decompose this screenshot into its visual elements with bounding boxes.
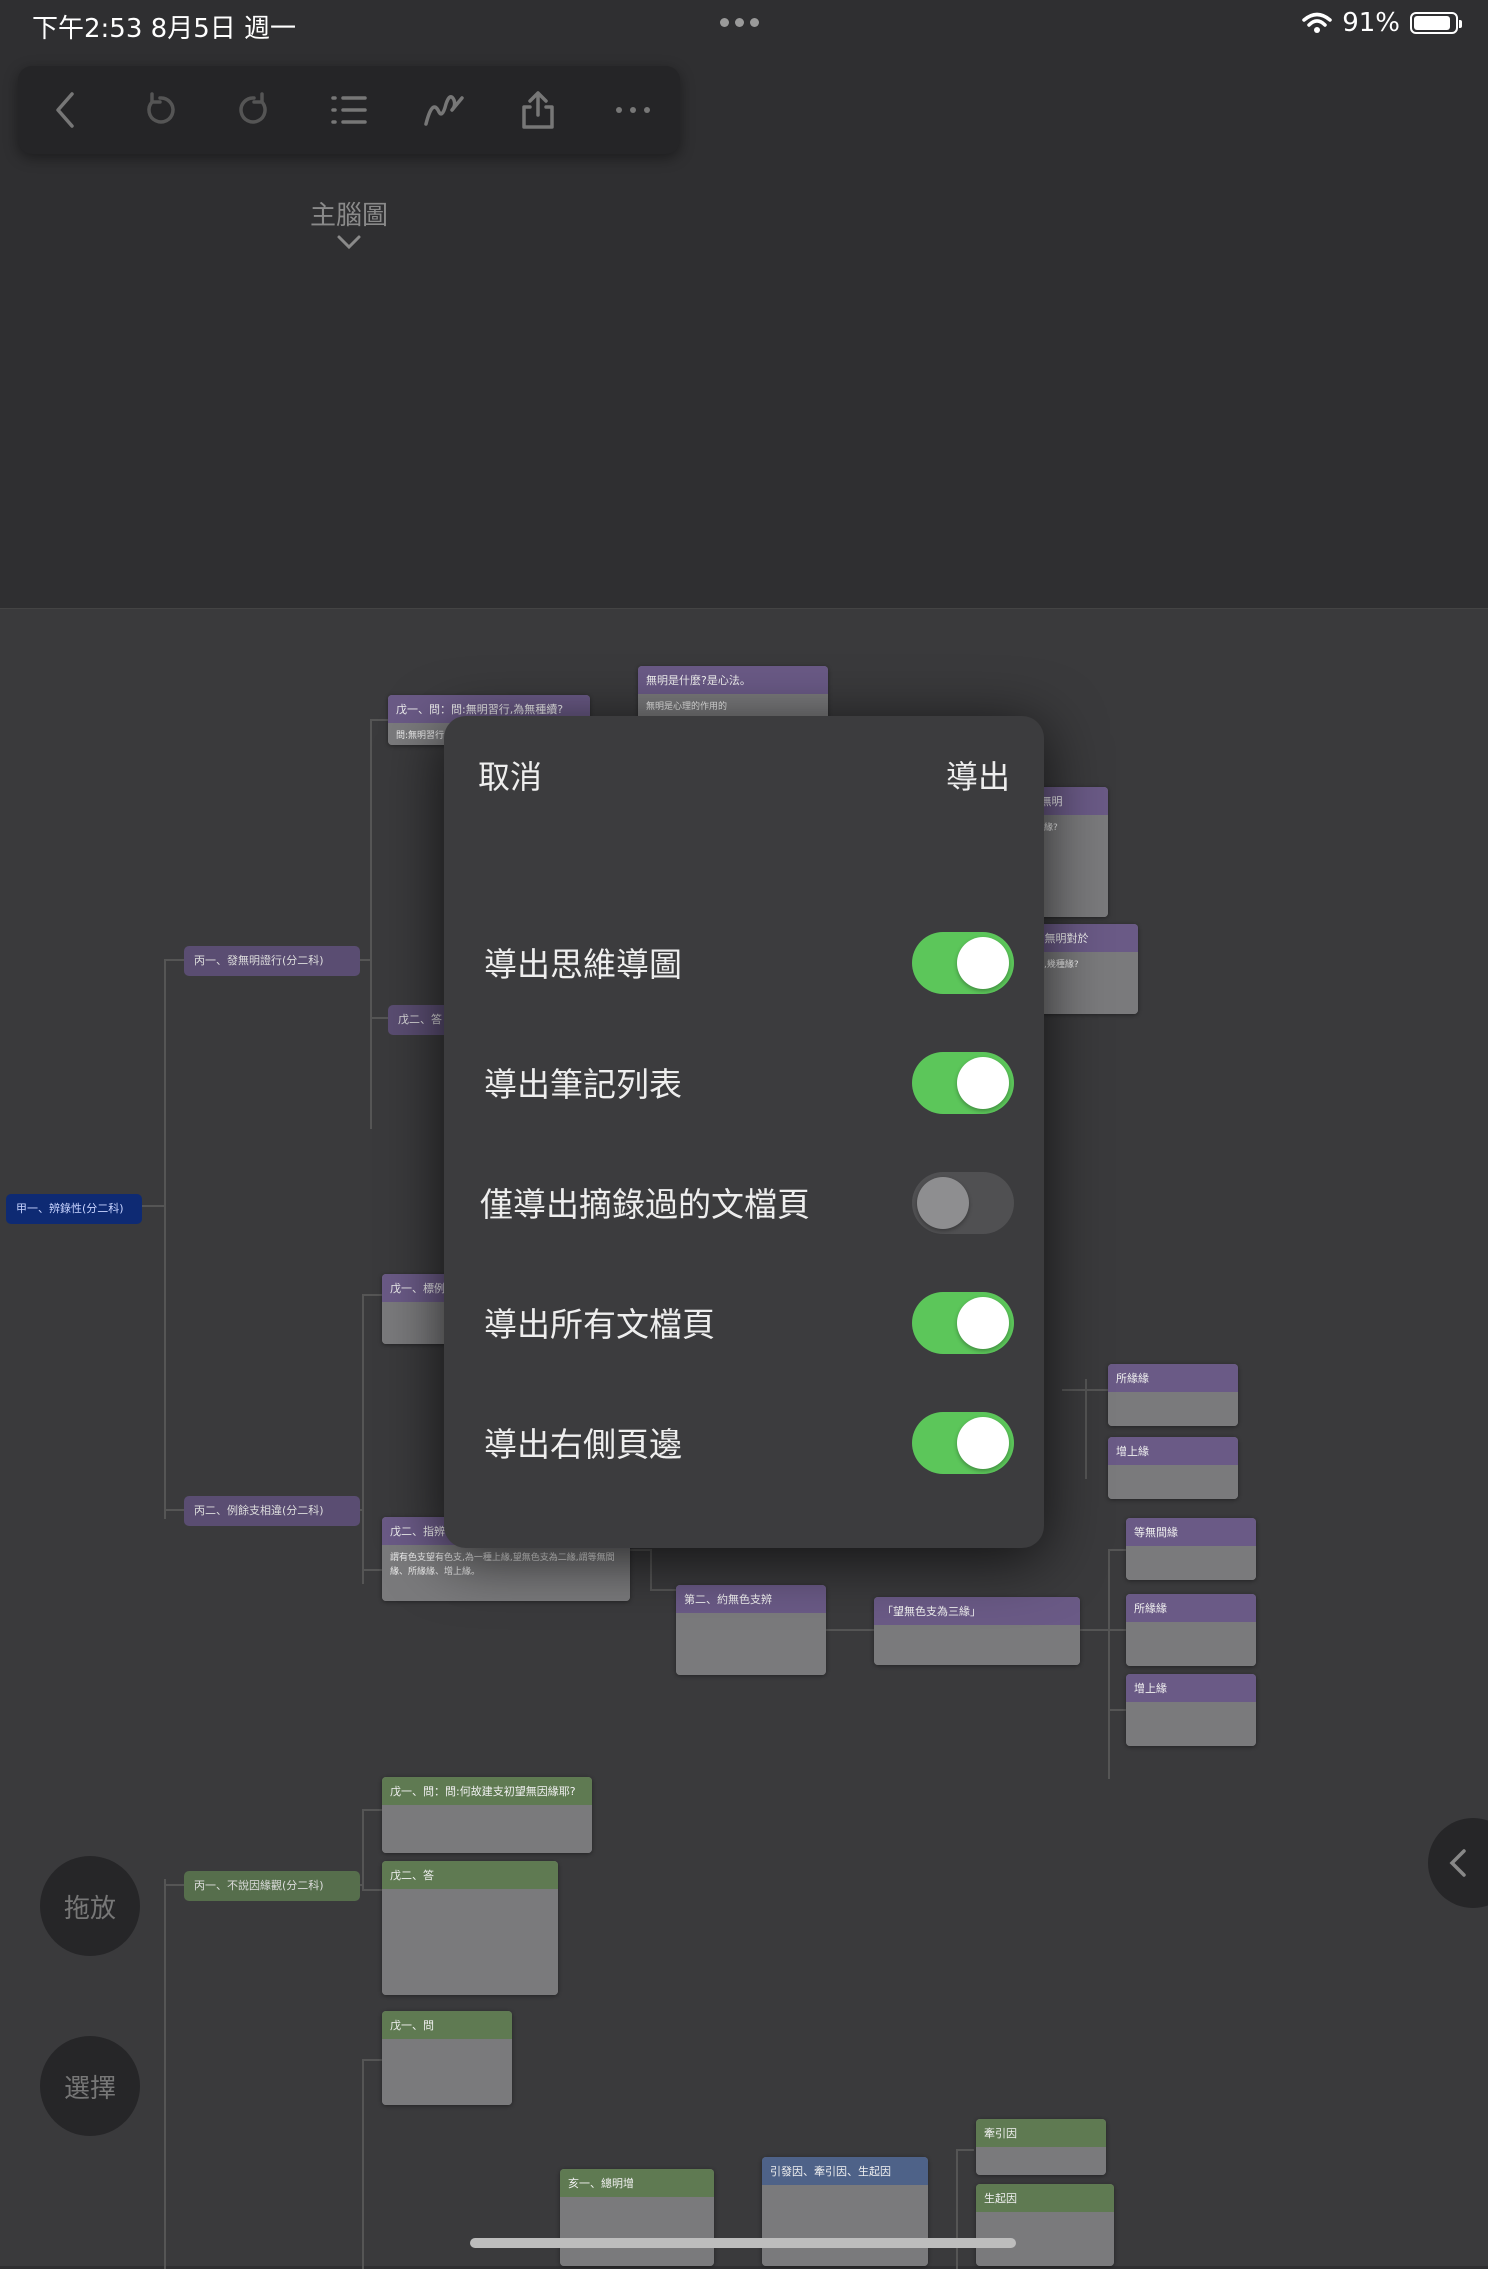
- mindmap-node[interactable]: 增上緣: [1126, 1674, 1256, 1746]
- export-button[interactable]: 導出: [945, 758, 1010, 796]
- toggle-switch[interactable]: [912, 1172, 1014, 1234]
- redo-icon[interactable]: [224, 80, 284, 140]
- wifi-icon: [1302, 12, 1332, 33]
- multitask-dots-icon[interactable]: [720, 18, 759, 27]
- option-export-notes-list: 導出筆記列表: [484, 1044, 1014, 1114]
- root-node[interactable]: 甲一、辨錄性(分二科): [6, 1194, 142, 1224]
- status-bar: 下午2:53 8月5日 週一 91%: [0, 0, 1488, 48]
- chevron-left-icon: [1449, 1849, 1466, 1877]
- mindmap-node[interactable]: 增上緣: [1108, 1437, 1238, 1499]
- option-export-mindmap: 導出思維導圖: [484, 924, 1014, 994]
- toggle-switch[interactable]: [912, 1052, 1014, 1114]
- chevron-down-icon[interactable]: [336, 234, 362, 250]
- status-time: 下午2:53 8月5日 週一: [32, 14, 296, 44]
- select-button[interactable]: 選擇: [40, 2036, 140, 2136]
- back-icon[interactable]: [35, 80, 95, 140]
- option-export-all-pages: 導出所有文檔頁: [484, 1284, 1014, 1354]
- option-label: 僅導出摘錄過的文檔頁: [480, 1185, 810, 1224]
- home-indicator[interactable]: [470, 2238, 1016, 2248]
- option-label: 導出所有文檔頁: [484, 1305, 715, 1344]
- option-export-excerpted-pages: 僅導出摘錄過的文檔頁: [480, 1164, 1014, 1234]
- more-icon[interactable]: [603, 80, 663, 140]
- toggle-switch[interactable]: [912, 1412, 1014, 1474]
- battery-percent: 91%: [1342, 8, 1400, 38]
- mindmap-node[interactable]: 第二、約無色支辨: [676, 1585, 826, 1675]
- undo-icon[interactable]: [130, 80, 190, 140]
- mindmap-node[interactable]: 戊二、答: [382, 1861, 558, 1995]
- section-divider: [0, 608, 1488, 609]
- pen-icon[interactable]: [414, 80, 474, 140]
- mindmap-node[interactable]: 「望無色支為三緣」: [874, 1597, 1080, 1665]
- map-title[interactable]: 主腦圖: [310, 201, 389, 231]
- option-label: 導出筆記列表: [484, 1065, 682, 1104]
- toggle-switch[interactable]: [912, 932, 1014, 994]
- mindmap-node[interactable]: 生起因: [976, 2184, 1114, 2266]
- mindmap-node[interactable]: 所緣緣: [1108, 1364, 1238, 1426]
- branch-node[interactable]: 丙二、例餘支相違(分二科): [184, 1496, 360, 1526]
- mindmap-node[interactable]: 引發因、牽引因、生起因: [762, 2157, 928, 2266]
- option-export-right-margin: 導出右側頁邊: [484, 1404, 1014, 1474]
- toggle-switch[interactable]: [912, 1292, 1014, 1354]
- battery-icon: [1410, 12, 1462, 34]
- mindmap-node[interactable]: 戊一、問: [382, 2011, 512, 2105]
- top-toolbar: [18, 66, 680, 154]
- option-label: 導出右側頁邊: [484, 1425, 682, 1464]
- mindmap-node[interactable]: 亥一、總明增: [560, 2169, 714, 2266]
- mindmap-node[interactable]: 戊一、問：問:何故建支初望無因緣耶?: [382, 1777, 592, 1853]
- mindmap-node[interactable]: 等無間緣: [1126, 1518, 1256, 1580]
- option-label: 導出思維導圖: [484, 945, 682, 984]
- drag-button[interactable]: 拖放: [40, 1856, 140, 1956]
- export-dialog: 取消 導出 導出思維導圖 導出筆記列表 僅導出摘錄過的文檔頁 導出所有文檔頁 導…: [444, 716, 1044, 1548]
- mindmap-node[interactable]: 所緣緣: [1126, 1594, 1256, 1666]
- status-right: 91%: [1302, 8, 1462, 38]
- cancel-button[interactable]: 取消: [478, 758, 543, 796]
- mindmap-node[interactable]: 牽引因: [976, 2119, 1106, 2175]
- list-icon[interactable]: [319, 80, 379, 140]
- branch-node[interactable]: 丙一、不說因緣觀(分二科): [184, 1871, 360, 1901]
- share-icon[interactable]: [508, 80, 568, 140]
- branch-node[interactable]: 丙一、發無明證行(分二科): [184, 946, 360, 976]
